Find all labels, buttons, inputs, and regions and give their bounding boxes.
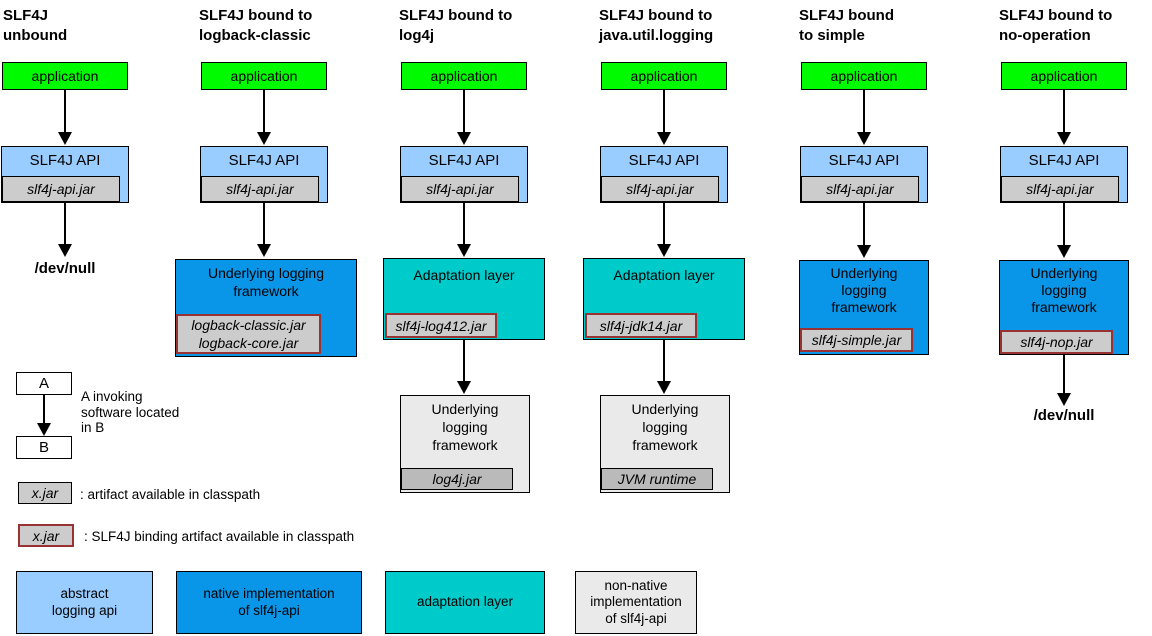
key-adaptation-layer: adaptation layer <box>385 571 545 634</box>
legend-b-box: B <box>16 436 72 459</box>
arrow-adaptation-to-framework <box>657 340 671 394</box>
key-nonnative-implementation: non-native implementation of slf4j-api <box>575 571 697 634</box>
arrow-app-to-api <box>857 90 871 145</box>
legend-artifact-note: : artifact available in classpath <box>80 487 261 502</box>
api-label: SLF4J API <box>29 152 101 169</box>
arrow-api-to-adaptation <box>457 203 471 257</box>
arrow-app-to-api <box>657 90 671 145</box>
api-jar-box: slf4j-api.jar <box>2 176 120 202</box>
arrow-framework-to-devnull <box>1057 355 1071 406</box>
framework-jar-box: JVM runtime <box>601 468 713 490</box>
legend-artifact-jar-box: x.jar <box>18 482 72 504</box>
underlying-framework-box: Underlying logging framework slf4j-simpl… <box>799 260 929 355</box>
slf4j-api-box: SLF4J API slf4j-api.jar <box>200 146 328 203</box>
column-title-log4j: SLF4J bound to log4j <box>399 7 513 44</box>
adaptation-layer-box: Adaptation layer slf4j-log412.jar <box>383 258 545 340</box>
binding-jar-box: slf4j-nop.jar <box>1000 330 1113 354</box>
slf4j-api-box: SLF4J API slf4j-api.jar <box>800 146 928 203</box>
arrow-api-to-framework <box>257 203 271 257</box>
arrow-api-to-framework <box>857 203 871 258</box>
slf4j-api-box: SLF4J API slf4j-api.jar <box>600 146 728 203</box>
column-title-logback: SLF4J bound to logback-classic <box>199 7 313 44</box>
application-box: application <box>601 62 727 90</box>
adaptation-label: Adaptation layer <box>613 267 715 283</box>
slf4j-api-box: SLF4J API slf4j-api.jar <box>400 146 528 203</box>
column-title-jul: SLF4J bound to java.util.logging <box>599 7 714 44</box>
binding-jar-box: slf4j-simple.jar <box>800 328 913 352</box>
api-jar-box: slf4j-api.jar <box>601 176 719 202</box>
api-label: SLF4J API <box>628 152 700 169</box>
application-box: application <box>801 62 927 90</box>
legend-invoking-note: A invoking software located in B <box>81 389 180 435</box>
binding-jar-box: slf4j-jdk14.jar <box>585 313 697 338</box>
binding-jar-box: slf4j-log412.jar <box>385 313 497 338</box>
dev-null-label: /dev/null <box>1033 407 1095 424</box>
adaptation-layer-box: Adaptation layer slf4j-jdk14.jar <box>583 258 745 340</box>
arrow-api-to-devnull <box>58 203 72 257</box>
arrow-app-to-api <box>257 90 271 145</box>
arrow-app-to-api <box>58 90 72 145</box>
application-box: application <box>1001 62 1127 90</box>
dev-null-label: /dev/null <box>34 260 96 277</box>
arrow-api-to-adaptation <box>657 203 671 257</box>
legend-arrow <box>37 395 51 436</box>
arrow-api-to-framework <box>1057 203 1071 258</box>
column-title-nop: SLF4J bound to no-operation <box>999 7 1113 44</box>
framework-jar-box: log4j.jar <box>401 468 513 490</box>
key-native-implementation: native implementation of slf4j-api <box>176 571 362 634</box>
api-label: SLF4J API <box>428 152 500 169</box>
column-title-simple: SLF4J bound to simple <box>799 7 894 44</box>
arrow-app-to-api <box>1057 90 1071 145</box>
api-jar-box: slf4j-api.jar <box>201 176 319 202</box>
application-box: application <box>401 62 527 90</box>
framework-label: Underlying logging framework <box>431 401 499 453</box>
key-abstract-logging-api: abstract logging api <box>16 571 153 634</box>
api-jar-box: slf4j-api.jar <box>1001 176 1119 202</box>
api-label: SLF4J API <box>1028 152 1100 169</box>
api-jar-box: slf4j-api.jar <box>401 176 519 202</box>
slf4j-api-box: SLF4J API slf4j-api.jar <box>1 146 129 203</box>
binding-jar-box: logback-classic.jar logback-core.jar <box>176 314 321 354</box>
api-jar-box: slf4j-api.jar <box>801 176 919 202</box>
adaptation-label: Adaptation layer <box>413 267 515 283</box>
arrow-app-to-api <box>457 90 471 145</box>
legend-binding-jar-box: x.jar <box>18 524 74 547</box>
legend-binding-note: : SLF4J binding artifact available in cl… <box>84 529 355 544</box>
underlying-framework-box: Underlying logging framework slf4j-nop.j… <box>999 260 1129 355</box>
underlying-framework-box: Underlying logging framework JVM runtime <box>600 395 730 493</box>
arrow-adaptation-to-framework <box>457 340 471 394</box>
framework-label: Underlying logging framework <box>208 265 324 299</box>
framework-label: Underlying logging framework <box>631 401 699 453</box>
api-label: SLF4J API <box>228 152 300 169</box>
api-label: SLF4J API <box>828 152 900 169</box>
underlying-framework-box: Underlying logging framework logback-cla… <box>175 259 357 357</box>
slf4j-api-box: SLF4J API slf4j-api.jar <box>1000 146 1128 203</box>
underlying-framework-box: Underlying logging framework log4j.jar <box>400 395 530 493</box>
column-title-unbound: SLF4J unbound <box>3 7 68 44</box>
framework-label: Underlying logging framework <box>1030 265 1098 315</box>
framework-label: Underlying logging framework <box>830 265 898 315</box>
application-box: application <box>2 62 128 90</box>
application-box: application <box>201 62 327 90</box>
legend-a-box: A <box>16 372 72 395</box>
